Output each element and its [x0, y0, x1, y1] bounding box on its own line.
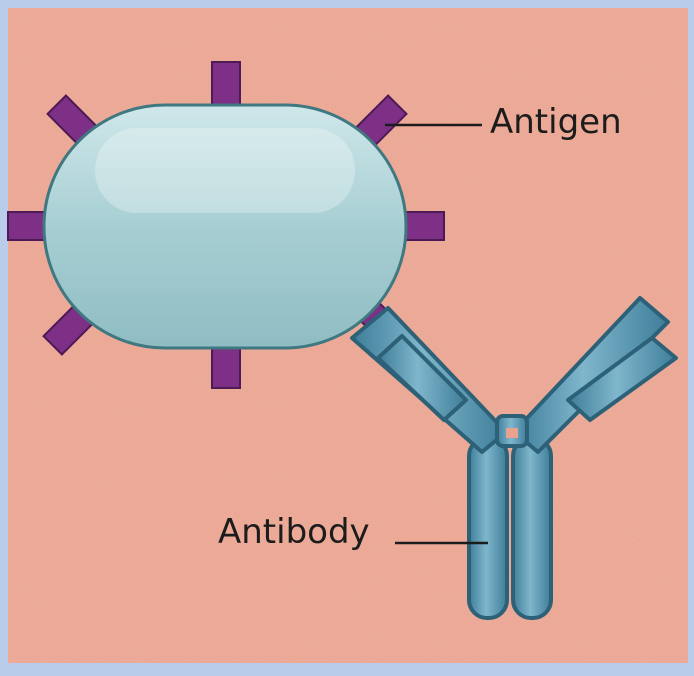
- antibody-heavy-chain-right: [513, 438, 551, 618]
- antibody-heavy-chain-left: [469, 438, 507, 618]
- antigen-spike-top: [212, 62, 240, 108]
- antigen-label: Antigen: [490, 105, 622, 139]
- cell-highlight: [95, 128, 355, 213]
- antibody-label: Antibody: [218, 515, 370, 549]
- antibody-hinge-gap: [506, 428, 518, 438]
